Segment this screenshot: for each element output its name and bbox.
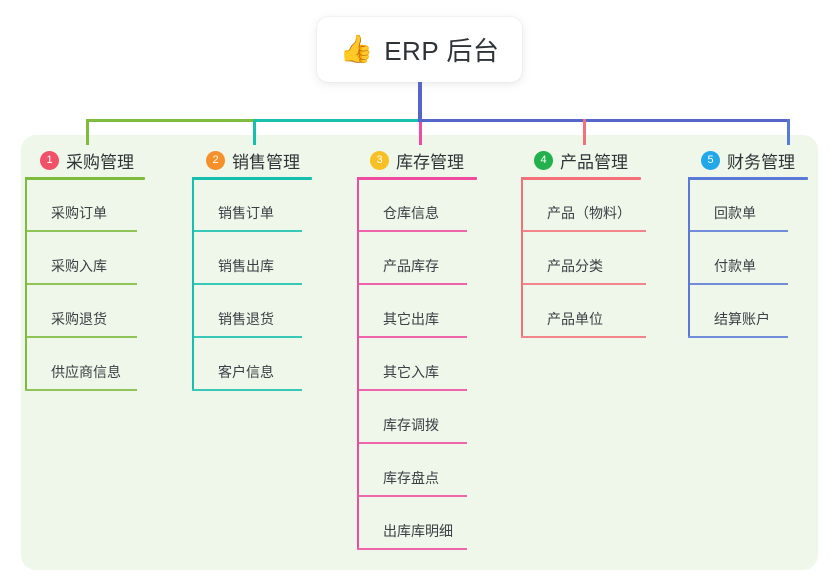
leaf-item[interactable]: 库存盘点 — [357, 451, 467, 497]
leaf-item[interactable]: 其它入库 — [357, 345, 467, 391]
leaf-rule — [25, 389, 137, 391]
leaf-rule — [357, 548, 467, 550]
leaf-label: 结算账户 — [714, 311, 770, 327]
leaf-rule — [521, 336, 646, 338]
branch-spine — [521, 177, 523, 336]
diagram-panel — [21, 135, 818, 570]
branch-header-1[interactable]: 1 采购管理 — [40, 148, 134, 173]
leaf-rule — [25, 283, 137, 285]
branch-number-badge: 5 — [701, 151, 720, 170]
branch-accent-rule — [521, 177, 641, 180]
leaf-label: 其它出库 — [383, 311, 439, 327]
leaf-label: 出库库明细 — [383, 523, 453, 539]
leaf-label: 产品库存 — [383, 258, 439, 274]
leaf-item[interactable]: 采购入库 — [25, 239, 137, 285]
leaf-label: 供应商信息 — [51, 364, 121, 380]
leaf-rule — [688, 230, 788, 232]
leaf-rule — [688, 336, 788, 338]
leaf-item[interactable]: 仓库信息 — [357, 186, 467, 232]
drop-5 — [787, 119, 790, 145]
branch-accent-rule — [688, 177, 808, 180]
leaf-item[interactable]: 产品单位 — [521, 292, 646, 338]
leaf-rule — [192, 336, 302, 338]
leaf-item[interactable]: 客户信息 — [192, 345, 302, 391]
leaf-item[interactable]: 回款单 — [688, 186, 788, 232]
leaf-rule — [357, 283, 467, 285]
leaf-item[interactable]: 采购退货 — [25, 292, 137, 338]
branch-header-2[interactable]: 2 销售管理 — [206, 148, 300, 173]
leaf-label: 仓库信息 — [383, 205, 439, 221]
leaf-label: 产品单位 — [547, 311, 603, 327]
leaf-item[interactable]: 付款单 — [688, 239, 788, 285]
leaf-label: 采购订单 — [51, 205, 107, 221]
branch-header-4[interactable]: 4 产品管理 — [534, 148, 628, 173]
branch-title: 销售管理 — [232, 153, 300, 172]
leaf-item[interactable]: 出库库明细 — [357, 504, 467, 550]
leaf-item[interactable]: 产品（物料） — [521, 186, 646, 232]
leaf-label: 产品分类 — [547, 258, 603, 274]
root-stem — [418, 82, 422, 122]
root-node[interactable]: 👍 ERP 后台 — [317, 17, 522, 82]
leaf-rule — [357, 336, 467, 338]
leaf-item[interactable]: 销售退货 — [192, 292, 302, 338]
branch-header-3[interactable]: 3 库存管理 — [370, 148, 464, 173]
leaf-item[interactable]: 其它出库 — [357, 292, 467, 338]
branch-number-badge: 2 — [206, 151, 225, 170]
branch-title: 财务管理 — [727, 153, 795, 172]
leaf-rule — [521, 230, 646, 232]
branch-number-badge: 3 — [370, 151, 389, 170]
leaf-rule — [357, 442, 467, 444]
branch-title: 采购管理 — [66, 153, 134, 172]
leaf-rule — [357, 495, 467, 497]
leaf-item[interactable]: 库存调拨 — [357, 398, 467, 444]
branch-title: 库存管理 — [396, 153, 464, 172]
leaf-item[interactable]: 产品分类 — [521, 239, 646, 285]
drop-4 — [583, 119, 586, 145]
branch-number-badge: 1 — [40, 151, 59, 170]
leaf-rule — [192, 389, 302, 391]
leaf-rule — [688, 283, 788, 285]
leaf-label: 采购退货 — [51, 311, 107, 327]
leaf-label: 产品（物料） — [547, 205, 631, 221]
leaf-label: 库存盘点 — [383, 470, 439, 486]
drop-1 — [86, 119, 89, 145]
drop-2 — [253, 119, 256, 145]
leaf-label: 客户信息 — [218, 364, 274, 380]
leaf-label: 销售订单 — [218, 205, 274, 221]
bar-green — [86, 119, 254, 122]
leaf-label: 采购入库 — [51, 258, 107, 274]
leaf-rule — [192, 283, 302, 285]
leaf-item[interactable]: 销售订单 — [192, 186, 302, 232]
branch-accent-rule — [357, 177, 477, 180]
leaf-item[interactable]: 产品库存 — [357, 239, 467, 285]
bar-teal — [253, 119, 420, 122]
leaf-label: 付款单 — [714, 258, 756, 274]
drop-3 — [419, 119, 422, 145]
leaf-item[interactable]: 销售出库 — [192, 239, 302, 285]
branch-number-badge: 4 — [534, 151, 553, 170]
leaf-rule — [25, 336, 137, 338]
leaf-rule — [521, 283, 646, 285]
root-node-title: ERP 后台 — [384, 36, 500, 66]
thumbs-up-icon: 👍 — [339, 34, 374, 65]
leaf-label: 销售退货 — [218, 311, 274, 327]
leaf-rule — [357, 230, 467, 232]
branch-accent-rule — [25, 177, 145, 180]
leaf-label: 库存调拨 — [383, 417, 439, 433]
leaf-label: 销售出库 — [218, 258, 274, 274]
leaf-rule — [357, 389, 467, 391]
branch-accent-rule — [192, 177, 312, 180]
branch-header-5[interactable]: 5 财务管理 — [701, 148, 795, 173]
branch-title: 产品管理 — [560, 153, 628, 172]
leaf-label: 其它入库 — [383, 364, 439, 380]
leaf-rule — [192, 230, 302, 232]
leaf-rule — [25, 230, 137, 232]
leaf-item[interactable]: 结算账户 — [688, 292, 788, 338]
bar-blue — [419, 119, 790, 122]
leaf-item[interactable]: 供应商信息 — [25, 345, 137, 391]
leaf-label: 回款单 — [714, 205, 756, 221]
branch-spine — [688, 177, 690, 336]
branch-spine — [357, 177, 359, 548]
leaf-item[interactable]: 采购订单 — [25, 186, 137, 232]
